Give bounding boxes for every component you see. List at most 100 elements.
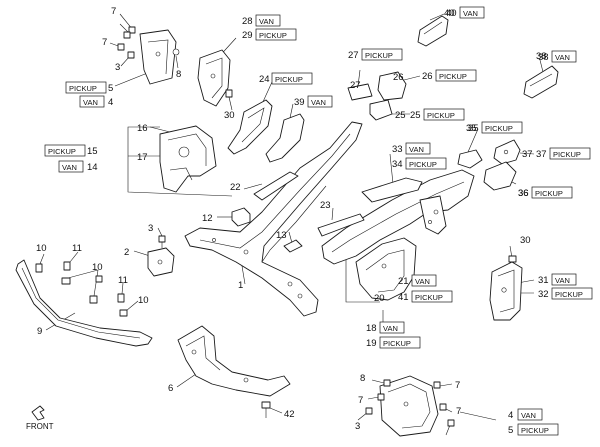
tag-4-van-bottom: 4 VAN (508, 408, 543, 421)
bracket-35 (457, 149, 483, 169)
front-arrow-icon (31, 405, 45, 421)
bracket-8 (117, 26, 180, 85)
crossmember-22 (253, 171, 299, 201)
callout-10: 10 (138, 295, 149, 306)
callout-10: 10 (36, 243, 47, 254)
callout-7: 7 (358, 395, 363, 406)
callout-6: 6 (168, 383, 173, 394)
bolt-42 (261, 401, 271, 418)
tag-19-pickup: 19 PICKUP (366, 336, 421, 349)
block-13 (283, 239, 303, 253)
reinforcement-33-34 (361, 177, 423, 203)
callout-8: 8 (360, 373, 365, 384)
svg-text:PICKUP: PICKUP (259, 31, 287, 40)
svg-text:VAN: VAN (383, 324, 398, 333)
tag-41-pickup: 41 PICKUP (398, 290, 453, 303)
callout-7: 7 (456, 406, 461, 417)
tag-24-pickup: 24 PICKUP (259, 72, 313, 85)
tag-26-pickup: 26 PICKUP (422, 69, 477, 82)
svg-text:19: 19 (366, 338, 377, 349)
svg-text:VAN: VAN (409, 145, 424, 154)
svg-text:VAN: VAN (463, 9, 478, 18)
member-24 (227, 99, 273, 155)
svg-text:5: 5 (508, 425, 513, 436)
panel-31-32 (489, 261, 523, 321)
tag-18-van: 18 VAN (366, 321, 405, 334)
tag-25-pickup: 25 PICKUP (410, 108, 465, 121)
callout-20: 20 (374, 293, 385, 304)
svg-text:25: 25 (410, 110, 421, 121)
callout-37: 37 (522, 149, 533, 160)
callout-25: 25 (395, 110, 406, 121)
tag-34-pickup: 34 PICKUP (392, 157, 447, 170)
callout-42: 42 (284, 409, 295, 420)
callout-17: 17 (137, 152, 148, 163)
bracket-26 (377, 71, 407, 101)
screw-3 (158, 235, 166, 248)
svg-text:15: 15 (87, 146, 98, 157)
callout-1: 1 (238, 280, 243, 291)
svg-text:PICKUP: PICKUP (48, 147, 76, 156)
svg-text:40: 40 (446, 8, 457, 19)
bracket-27 (347, 83, 373, 101)
svg-text:PICKUP: PICKUP (365, 51, 393, 60)
tag-37-pickup: 37 PICKUP (536, 147, 591, 160)
panel-28-29 (197, 49, 231, 107)
callout-7: 7 (102, 37, 107, 48)
svg-text:4: 4 (508, 410, 513, 421)
svg-text:14: 14 (87, 162, 98, 173)
callout-8: 8 (176, 69, 181, 80)
tag-39-van: 39 VAN (294, 95, 333, 108)
svg-text:VAN: VAN (555, 276, 570, 285)
tag-40-van: 40 VAN (446, 6, 485, 19)
callout-22: 22 (230, 182, 241, 193)
callout-13: 13 (276, 230, 287, 241)
callout-36: 36 (518, 188, 529, 199)
callout-30: 30 (224, 110, 235, 121)
callout-7: 7 (455, 380, 460, 391)
pin-30-right (508, 255, 517, 263)
svg-text:31: 31 (538, 275, 549, 286)
svg-text:34: 34 (392, 159, 403, 170)
tag-4-van: VAN 4 (79, 95, 113, 108)
bracket-36 (483, 161, 517, 191)
crossmember-23 (317, 213, 365, 237)
svg-text:29: 29 (242, 30, 253, 41)
svg-text:37: 37 (536, 149, 547, 160)
callout-3: 3 (115, 62, 120, 73)
tag-14-van: VAN 14 (58, 160, 98, 173)
callout-3: 3 (355, 421, 360, 432)
svg-text:PICKUP: PICKUP (409, 160, 437, 169)
svg-text:5: 5 (108, 83, 113, 94)
svg-text:33: 33 (392, 144, 403, 155)
bracket-4-5 (365, 375, 455, 437)
svg-text:PICKUP: PICKUP (415, 293, 443, 302)
svg-text:35: 35 (468, 123, 479, 134)
tag-5-pickup: PICKUP 5 (65, 81, 113, 94)
bumper-fasteners (35, 261, 128, 317)
svg-text:VAN: VAN (415, 277, 430, 286)
tag-21-van: 21 VAN (398, 274, 437, 287)
bumper-bar-9 (15, 259, 153, 347)
callout-10: 10 (92, 262, 103, 273)
callout-12: 12 (202, 213, 213, 224)
pin-30 (225, 89, 233, 98)
callout-26: 26 (393, 72, 404, 83)
bracket-37 (493, 139, 521, 165)
callout-11: 11 (72, 243, 82, 254)
tag-15-pickup: PICKUP 15 (44, 144, 98, 157)
svg-text:VAN: VAN (83, 98, 98, 107)
member-39 (265, 113, 305, 163)
svg-text:VAN: VAN (259, 17, 274, 26)
svg-text:4: 4 (108, 97, 113, 108)
tag-35-pickup: 35 PICKUP (468, 121, 523, 134)
svg-text:VAN: VAN (62, 163, 77, 172)
tag-38-van: 38 VAN (538, 50, 577, 63)
callout-2: 2 (124, 247, 129, 258)
callout-3: 3 (148, 223, 153, 234)
svg-text:PICKUP: PICKUP (69, 84, 97, 93)
chassis-rail-right (321, 169, 475, 265)
tag-29-pickup: 29 PICKUP (242, 28, 297, 41)
callout-30: 30 (520, 235, 531, 246)
